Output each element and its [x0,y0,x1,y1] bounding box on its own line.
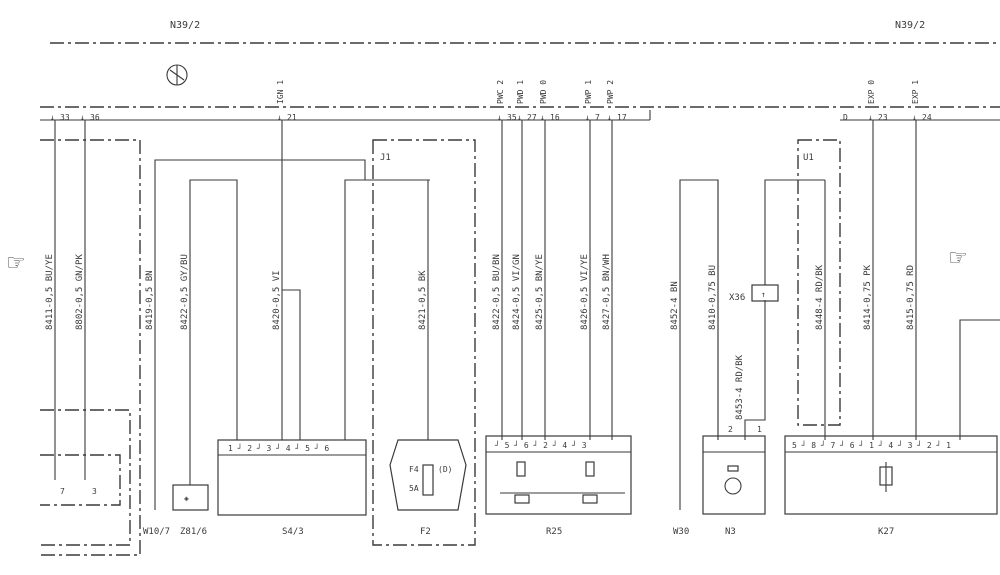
wire-label: 8410-0,75 BU [708,265,718,330]
component-label: R25 [546,527,562,537]
component-label: S4/3 [282,527,304,537]
svg-text:↓: ↓ [540,113,545,122]
svg-text:5 ┘ 8 ┘ 7 ┘ 6 ┘ 1 ┘ 4 ┘ 3 ┘ 2: 5 ┘ 8 ┘ 7 ┘ 6 ┘ 1 ┘ 4 ┘ 3 ┘ 2 ┘ 1 [792,440,951,450]
svg-text:5A: 5A [409,484,419,493]
component-n3 [702,435,766,515]
svg-text:27: 27 [527,113,537,122]
ground-symbol-icon [166,64,188,86]
component-label: U1 [803,153,814,163]
wire-label: 8427-0,5 BN/WH [602,254,612,330]
svg-text:┘ 5 ┘ 6 ┘ 2 ┘ 4 ┘ 3: ┘ 5 ┘ 6 ┘ 2 ┘ 4 ┘ 3 [494,440,587,450]
component-label: N3 [725,527,736,537]
wire-label: 8425-0,5 BN/YE [535,254,545,330]
motor-icon [724,477,742,495]
svg-text:EXP 1: EXP 1 [911,80,920,104]
svg-text:PWD 1: PWD 1 [516,80,525,104]
component-label: J1 [380,153,391,163]
wire-label: 8411-0,5 BU/YE [45,254,55,330]
wire-label: 8802-0,5 GN/PK [75,254,85,330]
svg-text:35: 35 [507,113,517,122]
wire-label: 8426-0,5 VI/YE [580,254,590,330]
svg-text:7: 7 [60,487,65,496]
wire-label: 8448-4 RD/BK [815,264,825,330]
top-pins: ↓33 ↓36 ↓21 ↓35 ↓27 ↓16 ↓7 ↓17 D ↓23 ↓24 [50,113,932,122]
component-z81 [172,484,209,511]
wire-label: 8421-0,5 BK [418,270,428,330]
svg-text:↓: ↓ [607,113,612,122]
svg-text:↓: ↓ [868,113,873,122]
wire-label: 8453-4 RD/BK [735,354,745,420]
svg-text:7: 7 [595,113,600,122]
component-s4 [217,439,367,516]
pointing-hand-icon: ☞ [948,246,968,271]
svg-text:21: 21 [287,113,297,122]
svg-text:↓: ↓ [277,113,282,122]
svg-text:3: 3 [92,487,97,496]
wire-label: 8452-4 BN [670,281,680,330]
component-label: K27 [878,527,894,537]
svg-text:16: 16 [550,113,560,122]
component-label: W30 [673,527,689,537]
signal-labels: IGN 1 PWC 2 PWD 1 PWD 0 PWP 1 PWP 2 EXP … [276,80,920,104]
svg-text:(D): (D) [438,465,452,474]
svg-text:1: 1 [757,425,762,434]
svg-text:F4: F4 [409,465,419,474]
svg-text:24: 24 [922,113,932,122]
component-r25 [485,435,632,515]
wire-label: 8420-0,5 VI [272,270,282,330]
component-label: Z81/6 [180,527,207,537]
svg-text:◈: ◈ [184,494,189,503]
svg-text:PWC 2: PWC 2 [496,80,505,104]
component-label: X36 [729,293,745,303]
svg-text:36: 36 [90,113,100,122]
wire-label: 8414-0,75 PK [863,264,873,330]
svg-text:↓: ↓ [497,113,502,122]
svg-text:PWP 1: PWP 1 [584,80,593,104]
svg-text:PWP 2: PWP 2 [606,80,615,104]
wire-label: 8419-0,5 BN [145,270,155,330]
svg-text:↓: ↓ [912,113,917,122]
connector-j1-box [372,139,476,546]
fuse-icon [422,464,434,496]
svg-text:23: 23 [878,113,888,122]
pointing-hand-icon: ☞ [6,251,26,276]
svg-text:2: 2 [728,425,733,434]
module-label-left: N39/2 [170,20,200,31]
svg-text:↓: ↓ [80,113,85,122]
wire-label: 8415-0,75 RD [906,265,916,330]
fuse-holder [389,439,467,511]
component-k27 [784,435,998,515]
component-label: F2 [420,527,431,537]
svg-text:↓: ↓ [585,113,590,122]
component-u1-box [797,139,841,426]
svg-text:PWD 0: PWD 0 [539,80,548,104]
svg-text:↓: ↓ [50,113,55,122]
wire-label: 8422-0,5 GY/BU [180,254,190,330]
svg-text:33: 33 [60,113,70,122]
component-label: W10/7 [143,527,170,537]
svg-text:17: 17 [617,113,627,122]
svg-text:1 ┘ 2 ┘ 3 ┘ 4 ┘ 5 ┘ 6: 1 ┘ 2 ┘ 3 ┘ 4 ┘ 5 ┘ 6 [228,443,329,453]
module-label-right: N39/2 [895,20,925,31]
svg-text:IGN 1: IGN 1 [276,80,285,104]
svg-text:↑: ↑ [761,290,766,299]
svg-text:↓: ↓ [517,113,522,122]
svg-text:D: D [843,113,848,122]
wire-label: 8422-0,5 BU/BN [492,254,502,330]
svg-text:EXP 0: EXP 0 [867,80,876,104]
wire-label: 8424-0,5 VI/GN [512,254,522,330]
